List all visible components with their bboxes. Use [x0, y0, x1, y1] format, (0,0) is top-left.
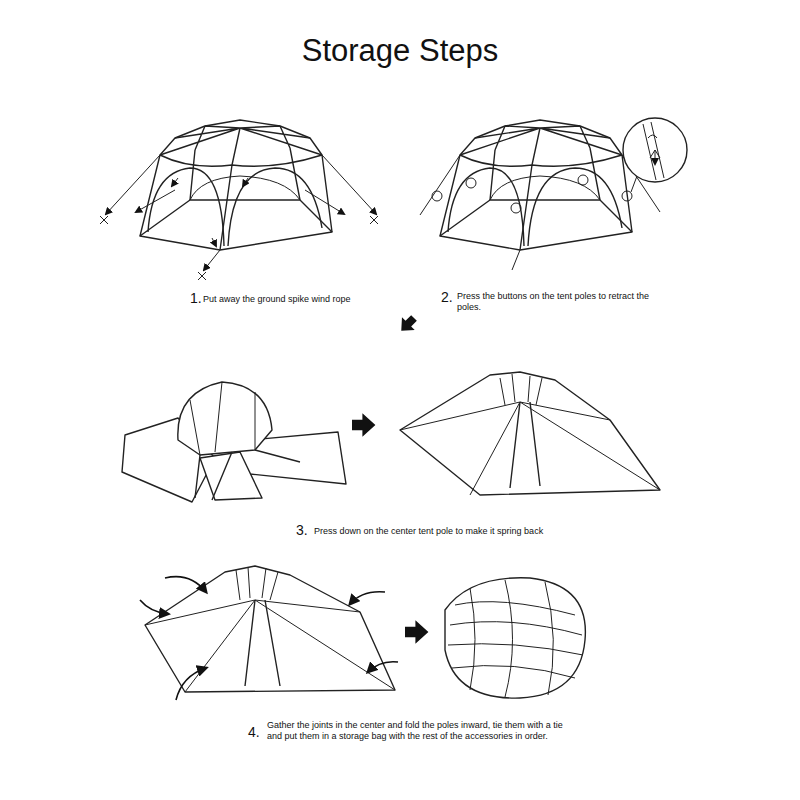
- title: Storage Steps: [0, 32, 800, 69]
- fold-arrows: [140, 577, 398, 700]
- step-number: 2.: [441, 289, 453, 306]
- step-text: Put away the ground spike wind rope: [203, 294, 393, 305]
- tent-step-2: [420, 118, 687, 270]
- step-number: 4.: [248, 724, 260, 741]
- tent-step-3: [122, 372, 660, 502]
- step-text: Press down on the center tent pole to ma…: [314, 526, 614, 537]
- step-text: Press the buttons on the tent poles to r…: [457, 291, 672, 313]
- tent-step-1: [100, 120, 378, 280]
- step-number: 1.: [190, 290, 202, 307]
- step-arrow: [405, 620, 428, 643]
- packed-bundle: [445, 578, 585, 698]
- step-text: Gather the joints in the center and fold…: [267, 720, 572, 742]
- tent-step-4: [145, 566, 395, 692]
- step-arrow: [352, 413, 375, 436]
- step-arrow: [395, 312, 420, 337]
- step-number: 3.: [296, 522, 308, 539]
